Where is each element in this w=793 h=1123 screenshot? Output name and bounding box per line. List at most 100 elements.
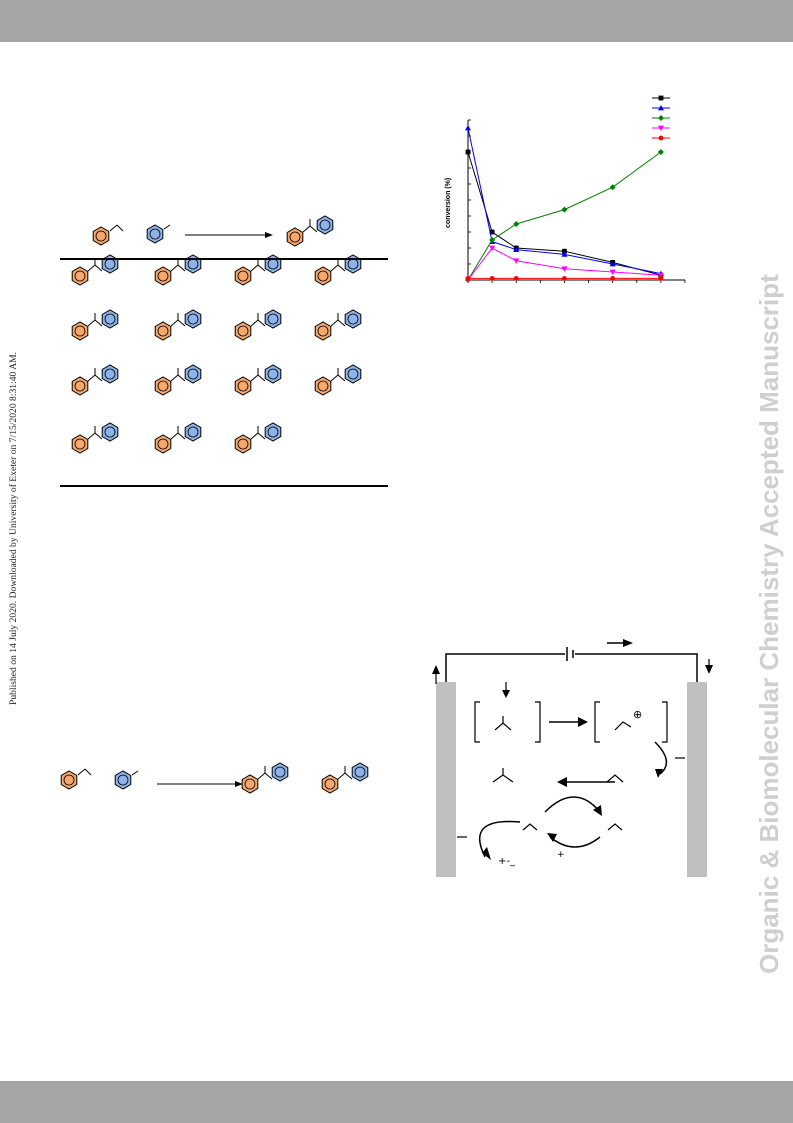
linker-bond [170,264,186,272]
reaction-scheme-2 [55,760,395,810]
series-line [467,127,661,275]
linker-bond [87,374,103,382]
bracket [535,701,541,743]
alkene-ring [286,227,304,247]
hydroarylation-product [241,762,289,794]
data-point [561,266,568,272]
coupling-arrow-head [557,777,567,787]
electron-arrow-head [705,665,713,674]
substrate-entry [314,309,362,341]
alkene-ring [71,266,89,286]
alkene-ring-aromatic [317,325,329,337]
alkene-ring-aromatic [244,778,256,790]
cation-charge: + [557,850,565,860]
alkene-ring-aromatic [289,231,301,243]
download-notice-text: Published on 14 July 2020. Downloaded by… [8,352,19,705]
ion-pair-charge: +-_ [498,856,516,867]
electrochemical-cell-diagram: ⊕++-_ [425,632,725,882]
vinyl-bond [109,224,124,232]
linker-bond [87,432,103,440]
data-point [562,248,567,254]
data-point [658,125,664,131]
linker-bond [170,374,186,382]
arene-ring [184,422,202,442]
intermediate-bond [522,823,538,831]
alkene-ring-aromatic [317,380,329,392]
substrate-entry [234,254,282,286]
arene-ring-aromatic [104,368,116,380]
data-point [489,276,495,281]
linker-bond [330,319,346,327]
styrene-ring [92,226,110,246]
linker-bond [250,374,266,382]
linker-bond [170,432,186,440]
linker-bond [250,319,266,327]
substrate-entry [234,309,282,341]
series-line [467,247,661,281]
arene-ring [101,422,119,442]
arene-ring-aromatic [347,313,359,325]
alkene-ring-aromatic [74,270,86,282]
bracket [662,701,668,743]
arene-ring [101,364,119,384]
arene-ring [316,215,334,235]
data-point [658,135,664,141]
arene-ring-aromatic [274,766,286,778]
data-point [609,261,616,267]
data-point [465,276,471,281]
linker-bond [330,374,346,382]
data-point [561,206,568,213]
alkene-ring-aromatic [157,325,169,337]
data-point [513,246,520,252]
linker-bond [330,264,346,272]
data-point [465,149,471,155]
cation-bond [614,721,632,731]
electron-arrow-head [432,665,440,674]
intermediate-bond [606,774,624,783]
alkene-ring-aromatic [74,325,86,337]
alkene-ring-aromatic [157,380,169,392]
reaction-arrow-head [235,781,243,787]
data-point [562,276,567,281]
y-axis-label: conversion (%) [445,178,452,228]
alkene-ring-aromatic [237,270,249,282]
alkene-ring-aromatic [157,270,169,282]
arene-substituent [163,224,171,230]
linker-bond [250,264,266,272]
substrate-entry [71,422,119,454]
substrate-entry [71,309,119,341]
oxidation-arrow-head [578,717,588,727]
data-point [513,258,520,264]
alkene-ring-aromatic [324,778,336,790]
alkene-ring-aromatic [237,438,249,450]
conversion-chart: conversion (%) [430,90,695,300]
arene-ring [344,309,362,329]
data-point [489,229,495,235]
substrate-entry [314,364,362,396]
curved-arrow-head [655,769,663,778]
alkene-ring [71,321,89,341]
arene-ring [344,364,362,384]
cycle-arrow [544,796,601,813]
series-4 [465,125,670,283]
arene-ring-aromatic [187,426,199,438]
curved-arrow [654,741,668,775]
alkene-ring-aromatic [237,325,249,337]
data-point [658,105,664,111]
alkene-ring [154,376,172,396]
arene-reagent-ring-aromatic [117,774,129,786]
reduction-arrow-head [482,847,491,860]
alkene-ring [314,321,332,341]
linker-bond [337,772,353,780]
alkene-ring-aromatic [74,438,86,450]
series-5 [465,135,670,281]
linker-bond [302,225,318,233]
arene-reagent-ring [146,224,164,244]
data-point [609,269,616,275]
alkene-ring [154,321,172,341]
substrate-entry [154,309,202,341]
arene-ring [264,309,282,329]
substrate-entry [154,364,202,396]
bracket [474,701,480,743]
data-point [561,251,568,257]
